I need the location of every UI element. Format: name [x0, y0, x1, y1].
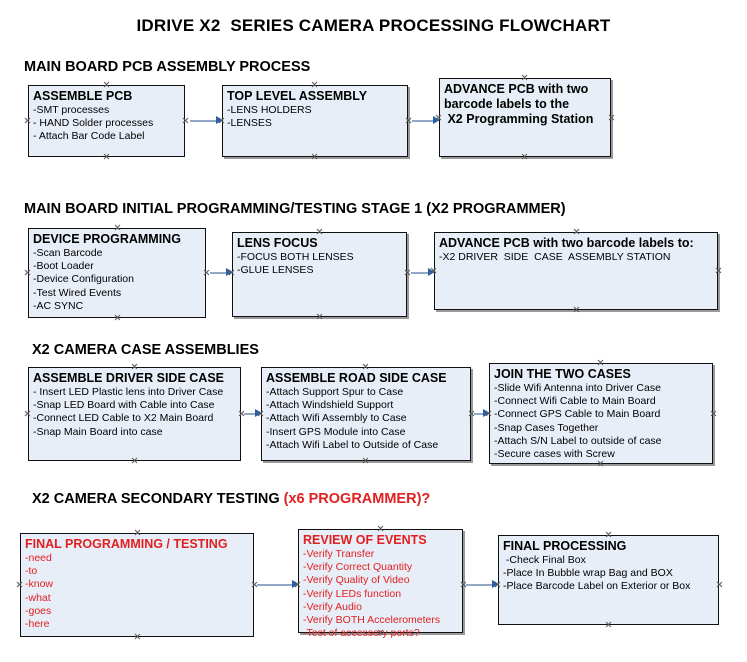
node-advance-pcb-driver-side-case[interactable]: ADVANCE PCB with two barcode labels to: … [434, 232, 718, 310]
node-join-the-two-cases[interactable]: JOIN THE TWO CASES -Slide Wifi Antenna i… [489, 363, 713, 464]
connector-top-level-to-advance-pcb [412, 120, 435, 122]
node-line: -Attach Wifi Assembly to Case [266, 412, 407, 425]
node-line: barcode labels to the [444, 97, 570, 111]
node-title: TOP LEVEL ASSEMBLY [227, 89, 368, 103]
node-review-of-events[interactable]: REVIEW OF EVENTS -Verify Transfer -Verif… [298, 529, 463, 639]
node-line: -Place In Bubble wrap Bag and BOX [503, 567, 673, 580]
section-heading-accent: (x6 PROGRAMMER)? [283, 491, 431, 507]
node-title: DEVICE PROGRAMMING [33, 232, 181, 246]
node-assemble-pcb[interactable]: ASSEMBLE PCB -SMT processes - HAND Solde… [28, 85, 185, 157]
node-title: LENS FOCUS [237, 236, 318, 250]
node-line: -Secure cases with Screw [494, 448, 615, 461]
node-line: -Insert GPS Module into Case [266, 425, 406, 438]
node-advance-pcb-programming-station[interactable]: ADVANCE PCB with two barcode labels to t… [439, 78, 611, 157]
node-line: -here [25, 618, 50, 631]
node-device-programming[interactable]: DEVICE PROGRAMMING -Scan Barcode -Boot L… [28, 228, 206, 318]
node-line: -Verify BOTH Accelerometers [303, 614, 441, 627]
node-line: X2 Programming Station [444, 112, 594, 126]
section-heading-text: X2 CAMERA CASE ASSEMBLIES [32, 342, 259, 358]
arrow-head-icon [255, 409, 262, 417]
node-final-programming-testing[interactable]: FINAL PROGRAMMING / TESTING -need -to -k… [20, 533, 254, 637]
node-line: -Test Wired Events [33, 286, 122, 299]
node-title: ASSEMBLE PCB [33, 89, 133, 103]
node-line: -Snap Main Board into case [33, 425, 163, 438]
node-line: -Verify Transfer [303, 548, 375, 560]
node-line: -AC SYNC [33, 299, 84, 312]
node-line: -LENS HOLDERS [227, 104, 312, 116]
node-top-level-assembly[interactable]: TOP LEVEL ASSEMBLY -LENS HOLDERS -LENSES [222, 85, 408, 157]
arrow-head-icon [433, 116, 440, 124]
connector-assemble-pcb-to-top-level [190, 120, 218, 122]
node-line: -Snap LED Board with Cable into Case [33, 399, 215, 412]
node-line: -Connect LED Cable to X2 Main Board [33, 412, 214, 425]
node-title: ADVANCE PCB with two barcode labels to: [439, 236, 694, 250]
section-heading-x2-camera-secondary-testing: X2 CAMERA SECONDARY TESTING (x6 PROGRAMM… [32, 491, 430, 507]
node-title: FINAL PROGRAMMING / TESTING [25, 537, 228, 551]
node-line: - Insert LED Plastic lens into Driver Ca… [33, 386, 224, 398]
arrow-head-icon [292, 580, 299, 588]
node-line: -Attach Windshield Support [266, 399, 394, 412]
node-line: -Check Final Box [503, 554, 586, 566]
node-assemble-road-side-case[interactable]: ASSEMBLE ROAD SIDE CASE -Attach Support … [261, 367, 471, 461]
node-title: ADVANCE PCB with two [444, 82, 589, 96]
node-line: -SMT processes [33, 104, 110, 116]
node-line: -Verify LEDs function [303, 587, 402, 600]
connector-lens-focus-to-advance-pcb [411, 272, 430, 274]
node-line: -what [25, 591, 51, 604]
section-heading-x2-camera-case-assemblies: X2 CAMERA CASE ASSEMBLIES [32, 342, 259, 358]
section-heading-text: MAIN BOARD PCB ASSEMBLY PROCESS [24, 59, 311, 75]
arrow-head-icon [216, 116, 223, 124]
node-line: -Connect GPS Cable to Main Board [494, 408, 661, 421]
node-line: - HAND Solder processes [33, 117, 154, 130]
arrow-head-icon [483, 409, 490, 417]
node-line: -FOCUS BOTH LENSES [237, 251, 354, 263]
node-line: - Attach Bar Code Label [33, 130, 145, 143]
node-line: -know [25, 578, 54, 591]
node-assemble-driver-side-case[interactable]: ASSEMBLE DRIVER SIDE CASE - Insert LED P… [28, 367, 241, 461]
node-line: -Boot Loader [33, 260, 94, 273]
node-title: FINAL PROCESSING [503, 539, 627, 553]
node-line: -Attach Wifi Label to Outside of Case [266, 438, 439, 451]
node-line: -Verify Correct Quantity [303, 561, 413, 574]
arrow-head-icon [428, 268, 435, 276]
node-line: -Verify Audio [303, 600, 362, 613]
connector-road-case-to-join-cases [474, 413, 485, 415]
section-heading-main-board-pcb-assembly: MAIN BOARD PCB ASSEMBLY PROCESS [24, 59, 310, 75]
node-line: -Device Configuration [33, 273, 134, 286]
arrow-head-icon [226, 268, 233, 276]
connector-device-programming-to-lens-focus [210, 272, 228, 274]
node-line: -GLUE LENSES [237, 264, 314, 277]
node-line: -X2 DRIVER SIDE CASE ASSEMBLY STATION [439, 251, 671, 263]
section-heading-text: X2 CAMERA SECONDARY TESTING [32, 491, 284, 507]
section-heading-text: MAIN BOARD INITIAL PROGRAMMING/TESTING S… [24, 201, 566, 217]
node-line: -Slide Wifi Antenna into Driver Case [494, 382, 661, 394]
node-line: -Attach Support Spur to Case [266, 386, 404, 398]
section-heading-main-board-initial-programming: MAIN BOARD INITIAL PROGRAMMING/TESTING S… [24, 201, 566, 217]
connector-review-of-events-to-final-processing [466, 584, 494, 586]
node-title: REVIEW OF EVENTS [303, 533, 427, 547]
page-title: IDRIVE X2 SERIES CAMERA PROCESSING FLOWC… [136, 16, 611, 35]
node-line: -to [25, 565, 38, 578]
node-title: JOIN THE TWO CASES [494, 367, 631, 381]
node-line: -LENSES [227, 117, 272, 130]
node-line: -Scan Barcode [33, 247, 103, 259]
connector-driver-case-to-road-case [244, 413, 257, 415]
node-line: -need [25, 552, 52, 564]
node-line: -Snap Cases Together [494, 421, 599, 434]
node-line-overflow: -Test of accessory ports? [303, 627, 420, 640]
node-line: -Place Barcode Label on Exterior or Box [503, 580, 691, 593]
node-final-processing[interactable]: FINAL PROCESSING -Check Final Box -Place… [498, 535, 719, 625]
node-line: -Connect Wifi Cable to Main Board [494, 395, 656, 408]
node-lens-focus[interactable]: LENS FOCUS -FOCUS BOTH LENSES -GLUE LENS… [232, 232, 407, 317]
node-title: ASSEMBLE DRIVER SIDE CASE [33, 371, 225, 385]
connector-final-programming-to-review-of-events [257, 584, 294, 586]
node-line: -goes [25, 604, 52, 617]
node-line: -Verify Quality of Video [303, 574, 410, 587]
node-line: -Attach S/N Label to outside of case [494, 434, 662, 447]
arrow-head-icon [492, 580, 499, 588]
node-title: ASSEMBLE ROAD SIDE CASE [266, 371, 447, 385]
